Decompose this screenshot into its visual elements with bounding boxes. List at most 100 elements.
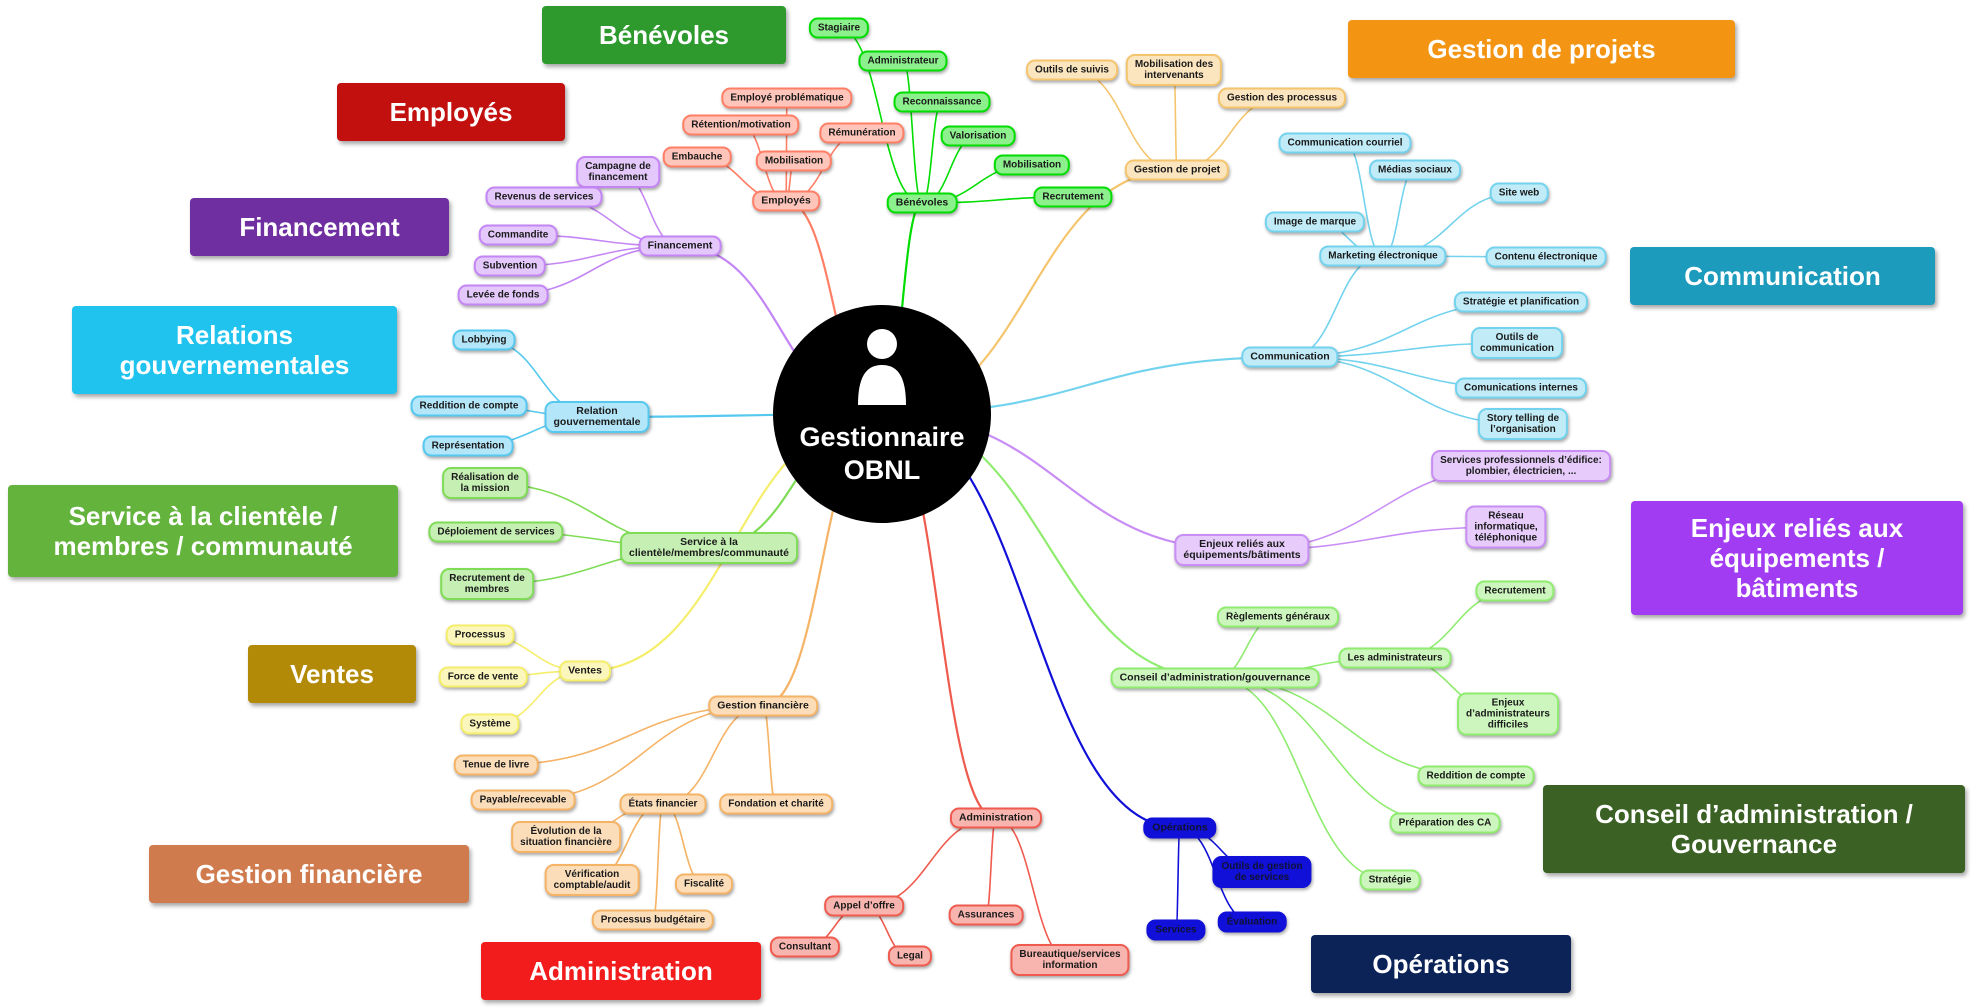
connector-line [785, 97, 788, 202]
subtopic-node: Réalisation de la mission [442, 467, 528, 499]
subtopic-node: Rémunération [819, 122, 905, 144]
subtopic-node: Contenu électronique [1485, 246, 1607, 268]
subtopic-node: Les administrateurs [1338, 647, 1452, 669]
connector-line [1382, 169, 1416, 257]
subtopic-node: Services professionnels d’édifice: plomb… [1431, 450, 1611, 482]
subtopic-node: Payable/recevable [470, 789, 576, 811]
category-banner-conseil: Conseil d’administration / Gouvernance [1543, 785, 1965, 873]
subtopic-node: Évaluation [1217, 911, 1287, 933]
topic-service: Service à la clientèle/membres/communaut… [620, 532, 798, 564]
connector-line [652, 803, 664, 921]
connector-line [985, 817, 997, 916]
subtopic-node: Rétention/motivation [682, 114, 800, 136]
subtopic-node: Reconnaissance [893, 91, 991, 113]
topic-employes: Employés [752, 190, 820, 212]
central-node-label: Gestionnaire OBNL [799, 422, 965, 485]
connector-line [902, 60, 923, 204]
subtopic-node: Lobbying [452, 329, 516, 351]
subtopic-node: Consultant [769, 936, 841, 958]
subtopic-node: Levée de fonds [457, 284, 549, 306]
category-banner-projets: Gestion de projets [1348, 20, 1735, 78]
connector-line [1214, 677, 1391, 881]
topic-benevoles: Bénévoles [886, 192, 958, 214]
subtopic-node: Reddition de compte [410, 395, 528, 417]
subtopic-node: Marketing électronique [1319, 245, 1447, 267]
subtopic-node: Règlements généraux [1217, 606, 1339, 628]
subtopic-node: Services [1146, 919, 1206, 941]
subtopic-node: Recrutement [1475, 580, 1555, 602]
subtopic-node: Comunications internes [1455, 377, 1587, 399]
connector-line [995, 817, 1071, 961]
category-banner-employes: Employés [337, 83, 565, 141]
subtopic-node: Legal [887, 945, 933, 967]
connector-line [662, 803, 705, 885]
subtopic-node: Recrutement [1033, 186, 1113, 208]
subtopic-node: Embauche [662, 146, 732, 168]
connector-line [1214, 677, 1446, 824]
connector-line [762, 705, 777, 805]
topic-admin: Administration [949, 807, 1043, 829]
subtopic-node: Représentation [422, 435, 514, 457]
subtopic-node: Processus [445, 624, 515, 646]
category-banner-admin: Administration [481, 942, 761, 1000]
subtopic-node: Force de vente [438, 666, 528, 688]
subtopic-node: Image de marque [1264, 211, 1366, 233]
subtopic-node: Story telling de l’organisation [1477, 408, 1569, 440]
subtopic-node: Outils de gestion de services [1212, 856, 1312, 888]
connector-line [1289, 255, 1384, 358]
subtopic-node: Stagiaire [808, 17, 870, 39]
subtopic-node: Processus budgétaire [591, 909, 715, 931]
subtopic-node: Subvention [473, 255, 547, 277]
topic-relation: Relation gouvernementale [544, 401, 650, 433]
subtopic-node: Outils de suivis [1026, 59, 1118, 81]
subtopic-node: Préparation des CA [1389, 812, 1501, 834]
category-banner-communication: Communication [1630, 247, 1935, 305]
subtopic-node: Communication courriel [1278, 132, 1412, 154]
subtopic-node: Gestion des processus [1217, 87, 1347, 109]
category-banner-operations: Opérations [1311, 935, 1571, 993]
subtopic-node: Commandite [478, 224, 558, 246]
subtopic-node: Évolution de la situation financière [511, 821, 621, 853]
category-banner-enjeux: Enjeux reliés aux équipements / bâtiment… [1631, 501, 1963, 615]
subtopic-node: Système [460, 713, 520, 735]
topic-gestfin: Gestion financière [708, 695, 818, 717]
topic-projet: Gestion de projet [1124, 159, 1230, 181]
subtopic-node: Revenus de services [485, 186, 603, 208]
subtopic-node: Mobilisation des intervenants [1125, 54, 1223, 86]
subtopic-node: Mobilisation [993, 154, 1071, 176]
central-node: Gestionnaire OBNL [773, 305, 991, 523]
connector-line [863, 817, 997, 907]
topic-communication: Communication [1241, 346, 1339, 368]
person-icon [858, 329, 906, 405]
subtopic-node: Site web [1489, 182, 1549, 204]
category-banner-financement: Financement [190, 198, 449, 256]
topic-conseil: Conseil d’administration/gouvernance [1110, 667, 1320, 689]
topic-ventes: Ventes [559, 660, 611, 682]
subtopic-node: Fiscalité [674, 873, 734, 895]
subtopic-node: Campagne de financement [576, 156, 660, 188]
subtopic-node: Vérification comptable/audit [544, 864, 640, 896]
subtopic-node: Fondation et charité [719, 793, 833, 815]
subtopic-node: États financier [619, 793, 707, 815]
subtopic-node: Stratégie [1359, 869, 1421, 891]
category-banner-gestfin: Gestion financière [149, 845, 469, 903]
subtopic-node: Tenue de livre [453, 754, 539, 776]
subtopic-node: Assurances [948, 904, 1024, 926]
subtopic-node: Reddition de compte [1417, 765, 1535, 787]
category-banner-benevoles: Bénévoles [542, 6, 786, 64]
topic-operations: Opérations [1143, 817, 1217, 839]
category-banner-ventes: Ventes [248, 645, 416, 703]
subtopic-node: Bureautique/services information [1010, 944, 1130, 976]
subtopic-node: Stratégie et planification [1453, 291, 1589, 313]
topic-financement: Financement [638, 235, 722, 257]
subtopic-node: Outils de communication [1471, 327, 1563, 359]
connector-line [522, 705, 764, 801]
subtopic-node: Administrateur [858, 50, 948, 72]
subtopic-node: Réseau informatique, téléphonique [1465, 505, 1547, 549]
category-banner-relation: Relations gouvernementales [72, 306, 397, 394]
subtopic-node: Valorisation [940, 125, 1016, 147]
subtopic-node: Appel d’offre [824, 895, 904, 917]
subtopic-node: Recrutement de membres [440, 568, 534, 600]
subtopic-node: Médias sociaux [1369, 159, 1461, 181]
